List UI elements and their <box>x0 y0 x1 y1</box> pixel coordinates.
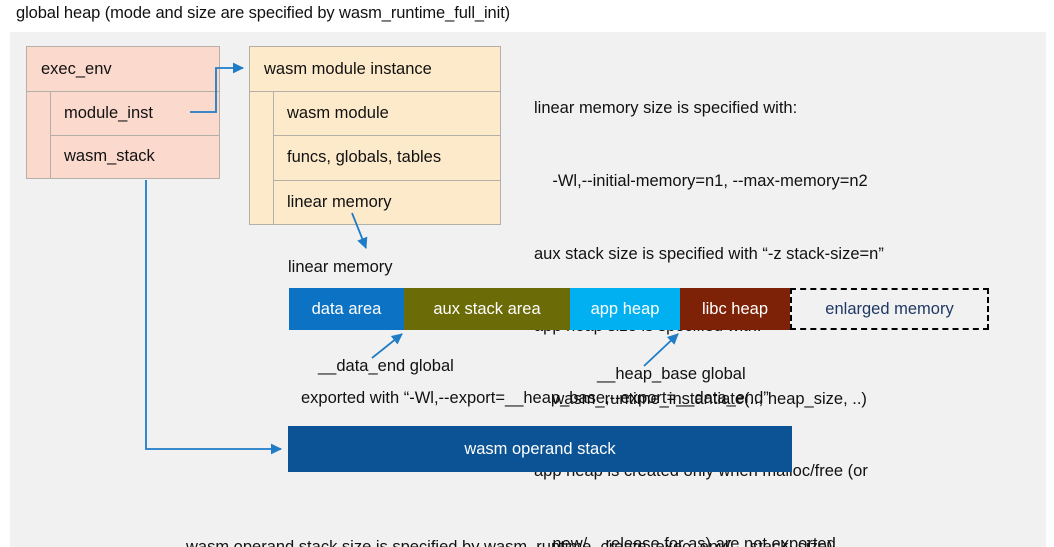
note-line-3: aux stack size is specified with “-z sta… <box>534 244 884 263</box>
wasm-module-instance-box: wasm module instance wasm module funcs, … <box>249 46 501 225</box>
memory-segment-app-heap: app heap <box>570 288 680 330</box>
linear-memory-bar-label: linear memory <box>288 258 393 276</box>
wasm-operand-stack-bar: wasm operand stack <box>288 426 792 472</box>
operand-stack-note: wasm operand stack size is specified by … <box>186 482 833 547</box>
note-line-2: -Wl,--initial-memory=n1, --max-memory=n2 <box>534 172 868 191</box>
wasm-module-instance-gutter <box>250 92 274 224</box>
note-line-5: wasm_runtime_instantiate(.., heap_size, … <box>534 389 867 408</box>
exec-env-field-module-inst: module_inst <box>51 92 219 136</box>
wasm-module-instance-field-funcs-globals-tables: funcs, globals, tables <box>274 136 500 181</box>
annotation-exported-with: exported with “-Wl,--export=__heap_base,… <box>301 389 769 407</box>
wasm-module-instance-rows: wasm module funcs, globals, tables linea… <box>274 92 500 224</box>
exec-env-rows: module_inst wasm_stack <box>51 92 219 178</box>
note-line-1: linear memory size is specified with: <box>534 99 798 118</box>
wasm-module-instance-header: wasm module instance <box>250 47 500 92</box>
exec-env-body: module_inst wasm_stack <box>27 92 219 178</box>
wasm-module-instance-field-linear-memory: linear memory <box>287 192 392 211</box>
linear-memory-bar: data area aux stack area app heap libc h… <box>289 288 989 330</box>
annotation-data-end-global: __data_end global <box>318 357 454 375</box>
note-line-7: __new/__release for as) are not exported <box>534 535 836 547</box>
operand-stack-note-line-1: wasm operand stack size is specified by … <box>186 538 833 547</box>
memory-segment-enlarged-memory: enlarged memory <box>790 288 989 330</box>
memory-segment-data-area: data area <box>289 288 404 330</box>
exec-env-gutter <box>27 92 51 178</box>
annotation-heap-base-global: __heap_base global <box>597 365 746 383</box>
exec-env-header: exec_env <box>27 47 219 92</box>
exec-env-field-wasm-stack: wasm_stack <box>64 147 155 166</box>
exec-env-box: exec_env module_inst wasm_stack <box>26 46 220 179</box>
memory-segment-aux-stack-area: aux stack area <box>404 288 570 330</box>
wasm-module-instance-body: wasm module funcs, globals, tables linea… <box>250 92 500 224</box>
wasm-module-instance-field-wasm-module: wasm module <box>274 92 500 137</box>
linear-memory-notes: linear memory size is specified with: -W… <box>534 48 1034 547</box>
memory-segment-libc-heap: libc heap <box>680 288 790 330</box>
page-title: global heap (mode and size are specified… <box>16 4 511 22</box>
